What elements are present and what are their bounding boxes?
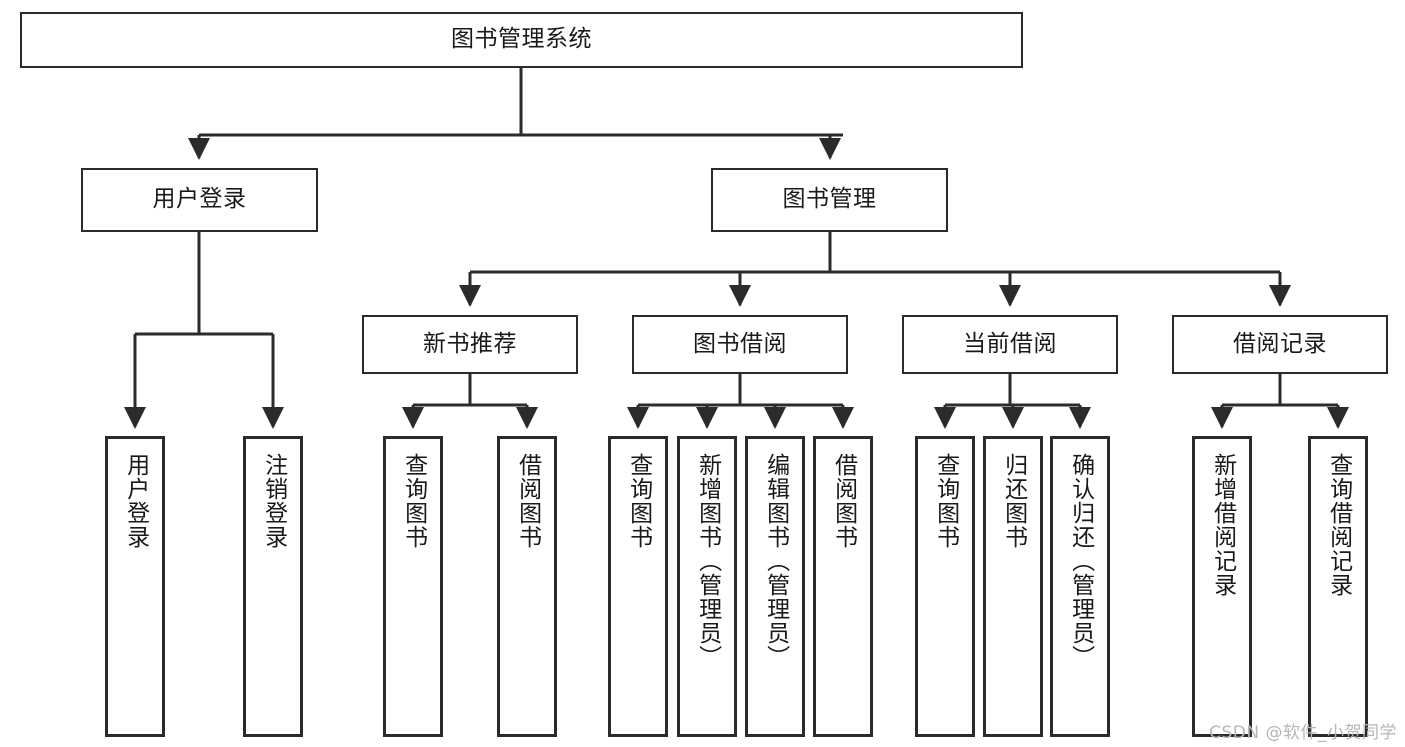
leaf-user-login-login[interactable]: 用户登录 [105, 436, 165, 737]
node-current-borrow[interactable]: 当前借阅 [902, 315, 1118, 374]
node-label: 借阅记录 [1233, 330, 1327, 357]
leaf-label: 新增借阅记录 [1209, 453, 1236, 597]
node-new-book-recommend[interactable]: 新书推荐 [362, 315, 578, 374]
node-book-borrow[interactable]: 图书借阅 [632, 315, 848, 374]
node-root-book-management-system[interactable]: 图书管理系统 [20, 12, 1023, 68]
node-label: 用户登录 [152, 186, 247, 213]
node-borrow-record[interactable]: 借阅记录 [1172, 315, 1388, 374]
leaf-borrow-borrow-book[interactable]: 借阅图书 [813, 436, 873, 737]
leaf-borrow-add-book-admin[interactable]: 新增图书（管理员） [677, 436, 737, 737]
leaf-label: 编辑图书（管理员） [762, 453, 789, 669]
leaf-label: 借阅图书 [830, 453, 857, 549]
leaf-label: 查询借阅记录 [1325, 453, 1352, 597]
leaf-record-query-record[interactable]: 查询借阅记录 [1308, 436, 1368, 737]
leaf-user-login-logout[interactable]: 注销登录 [243, 436, 303, 737]
leaf-current-confirm-return-admin[interactable]: 确认归还（管理员） [1050, 436, 1110, 737]
leaf-current-query-book[interactable]: 查询图书 [915, 436, 975, 737]
watermark-csdn: CSDN @软件_小贺同学 [1209, 723, 1397, 743]
leaf-borrow-edit-book-admin[interactable]: 编辑图书（管理员） [745, 436, 805, 737]
node-user-login[interactable]: 用户登录 [81, 168, 318, 232]
leaf-label: 归还图书 [1000, 453, 1027, 549]
node-book-management[interactable]: 图书管理 [711, 168, 948, 232]
leaf-label: 查询图书 [932, 453, 959, 549]
leaf-label: 查询图书 [625, 453, 652, 549]
leaf-new-book-query[interactable]: 查询图书 [383, 436, 443, 737]
node-label: 图书管理系统 [451, 26, 592, 53]
node-label: 图书借阅 [693, 330, 787, 357]
leaf-label: 确认归还（管理员） [1067, 453, 1094, 669]
leaf-label: 新增图书（管理员） [694, 453, 721, 669]
leaf-label: 注销登录 [260, 453, 287, 549]
node-label: 图书管理 [782, 186, 877, 213]
node-label: 新书推荐 [423, 330, 517, 357]
leaf-label: 借阅图书 [514, 453, 541, 549]
leaf-label: 用户登录 [122, 453, 149, 549]
leaf-current-return-book[interactable]: 归还图书 [983, 436, 1043, 737]
leaf-record-add-record[interactable]: 新增借阅记录 [1192, 436, 1252, 737]
leaf-borrow-query-book[interactable]: 查询图书 [608, 436, 668, 737]
leaf-label: 查询图书 [400, 453, 427, 549]
node-label: 当前借阅 [963, 330, 1057, 357]
leaf-new-book-borrow[interactable]: 借阅图书 [497, 436, 557, 737]
